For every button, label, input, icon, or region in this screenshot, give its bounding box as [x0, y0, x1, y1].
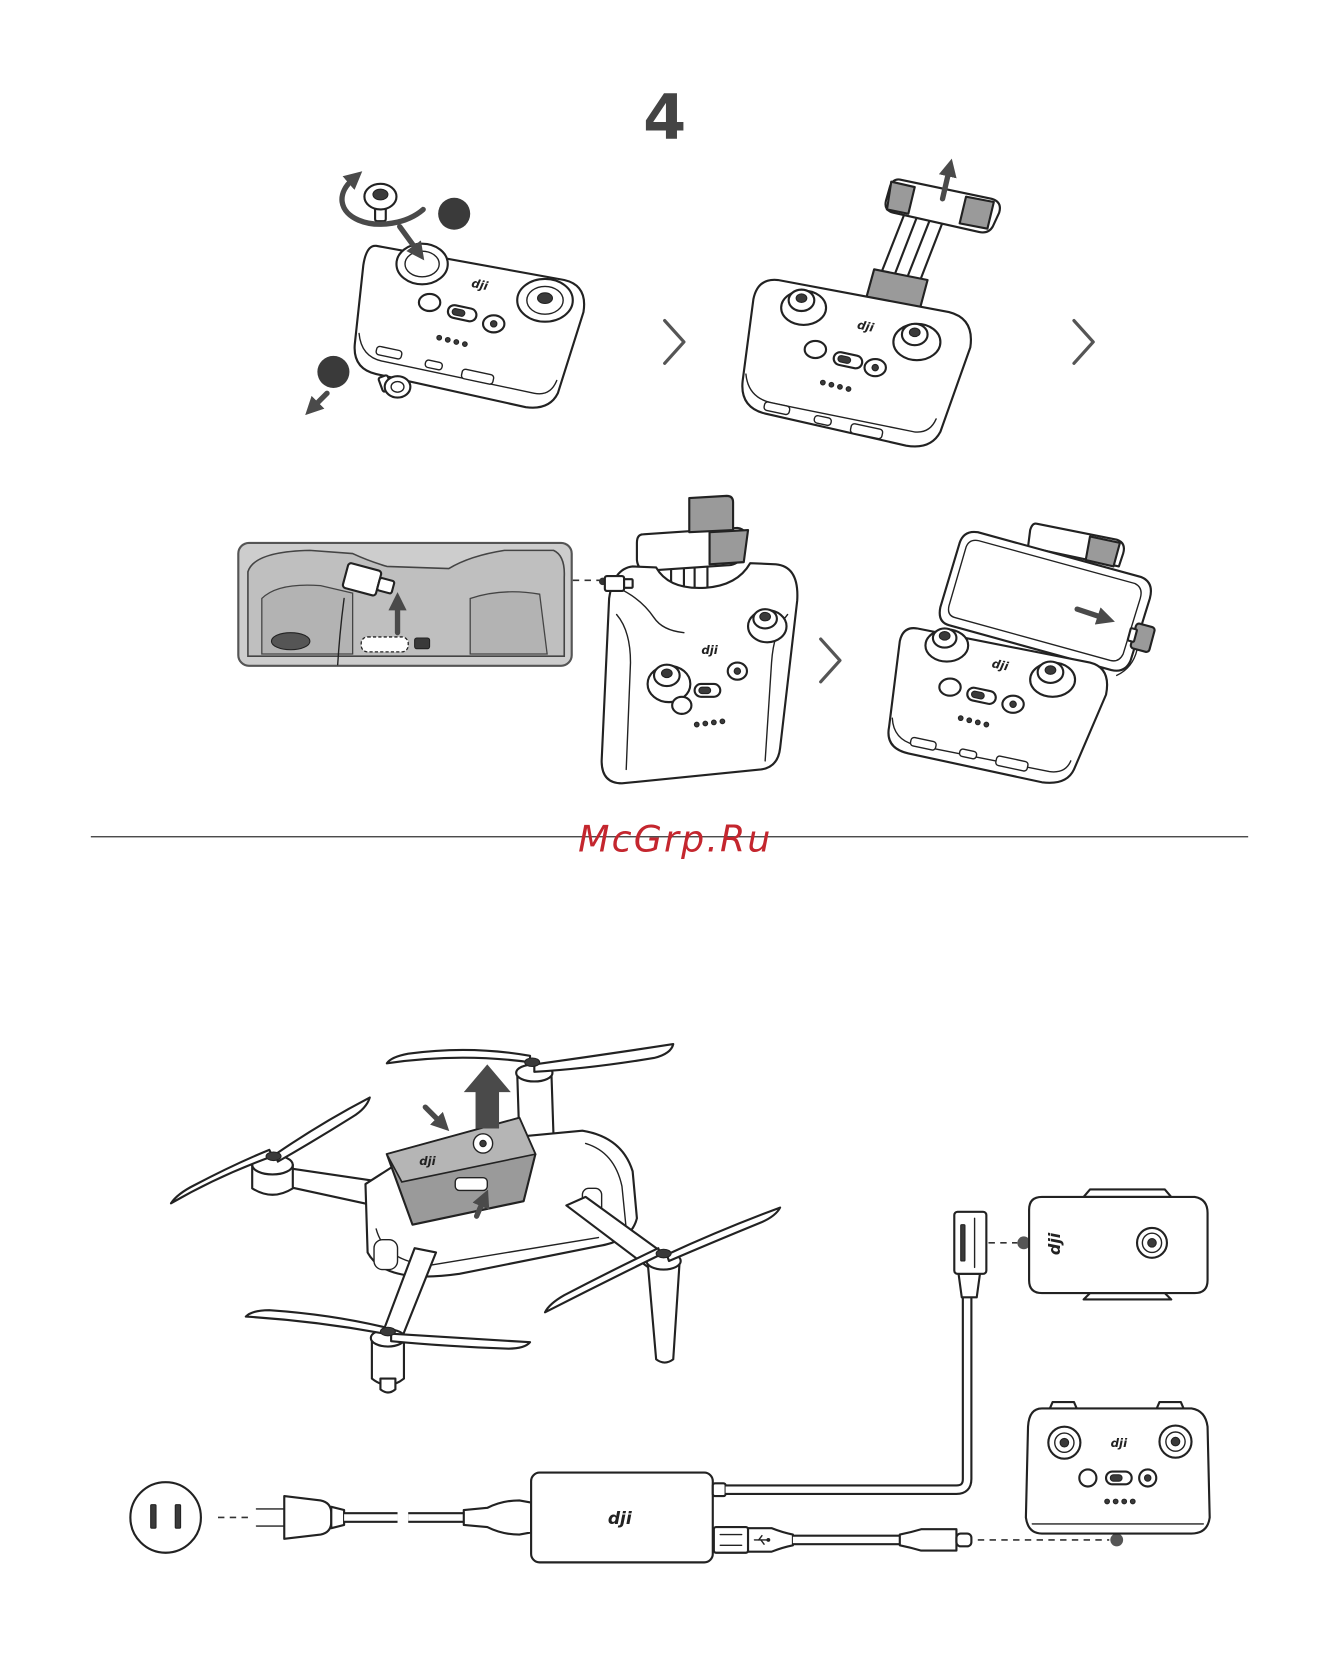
aircraft: dji — [171, 1044, 780, 1392]
charging-hub: dji — [531, 1473, 725, 1563]
control-stick-left — [1048, 1427, 1080, 1459]
stick-socket-left — [396, 244, 447, 285]
control-stick-right — [1159, 1426, 1191, 1458]
remote-controller-with-phone: dji — [888, 524, 1155, 783]
remote-controller-front: dji — [1026, 1402, 1210, 1533]
control-stick-left — [925, 628, 968, 661]
brand-logo: dji — [1045, 1232, 1064, 1255]
control-stick-right — [748, 609, 786, 642]
phone-clamp — [637, 496, 748, 571]
remote-controller-stick-mount: dji — [314, 180, 584, 408]
wall-outlet — [130, 1482, 201, 1553]
arrow-down-icon — [425, 1107, 440, 1122]
control-stick-left — [364, 184, 396, 221]
battery-connector — [954, 1212, 986, 1274]
arrow-down-left-icon — [314, 393, 327, 406]
battery-charging-cable — [726, 1212, 987, 1490]
control-stick-right — [893, 324, 940, 360]
usb-charging-cable — [714, 1527, 972, 1553]
spare-control-stick — [378, 375, 410, 398]
brand-logo: dji — [419, 1154, 436, 1168]
remote-controller-upright: dji — [602, 496, 798, 783]
step-marker-1 — [438, 198, 470, 230]
brand-logo: dji — [701, 643, 718, 657]
step-marker-2 — [317, 356, 349, 388]
arrow-up-icon — [464, 1064, 511, 1128]
control-stick-left — [781, 290, 826, 325]
ac-power-cable — [256, 1496, 531, 1539]
spare-flight-battery: dji — [1029, 1189, 1207, 1299]
remote-controller-holder-extend: dji — [742, 171, 1000, 446]
button-left — [419, 294, 440, 311]
cable-connector — [605, 576, 633, 591]
control-stick-right — [1030, 662, 1075, 697]
cable-detail-callout — [238, 543, 571, 666]
thumb-wheel — [271, 633, 309, 650]
step-number: 4 — [643, 81, 686, 154]
chevron-right-icon — [665, 321, 684, 364]
brand-logo: dji — [608, 1509, 633, 1529]
brand-logo: dji — [1111, 1436, 1128, 1450]
control-stick-right — [517, 279, 573, 322]
chevron-right-icon — [821, 639, 840, 682]
chevron-right-icon — [1074, 321, 1093, 364]
watermark: McGrp.Ru — [578, 818, 772, 861]
